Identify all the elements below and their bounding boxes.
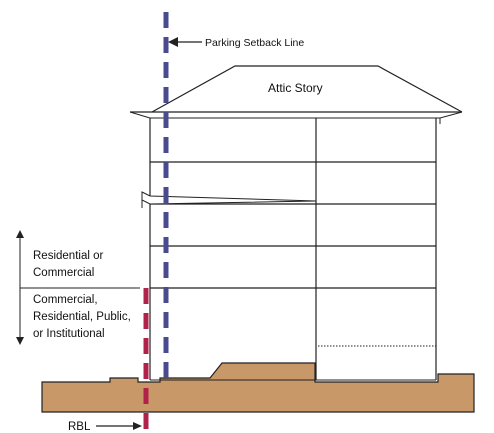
ground xyxy=(41,362,475,413)
lower-use-line-2: Residential, Public, xyxy=(33,311,131,323)
parking-setback-label: Parking Setback Line xyxy=(205,37,304,49)
attic-roof xyxy=(129,65,463,124)
parking-setback-callout: Parking Setback Line xyxy=(168,37,304,49)
upper-use-line-2: Commercial xyxy=(33,267,94,279)
use-divider-arrows xyxy=(16,230,140,345)
lower-use-line-1: Commercial, xyxy=(33,294,98,306)
lower-use-label: Commercial, Residential, Public, or Inst… xyxy=(33,294,134,340)
floor-lines xyxy=(150,161,436,289)
rbl-callout: RBL xyxy=(68,421,142,433)
rbl-label: RBL xyxy=(68,421,91,433)
upper-use-line-1: Residential or xyxy=(33,250,103,262)
balcony xyxy=(141,191,317,208)
building-walls xyxy=(149,118,437,381)
attic-story-label: Attic Story xyxy=(268,81,323,95)
upper-use-label: Residential or Commercial xyxy=(33,250,107,279)
lower-use-line-3: or Institutional xyxy=(33,328,105,340)
